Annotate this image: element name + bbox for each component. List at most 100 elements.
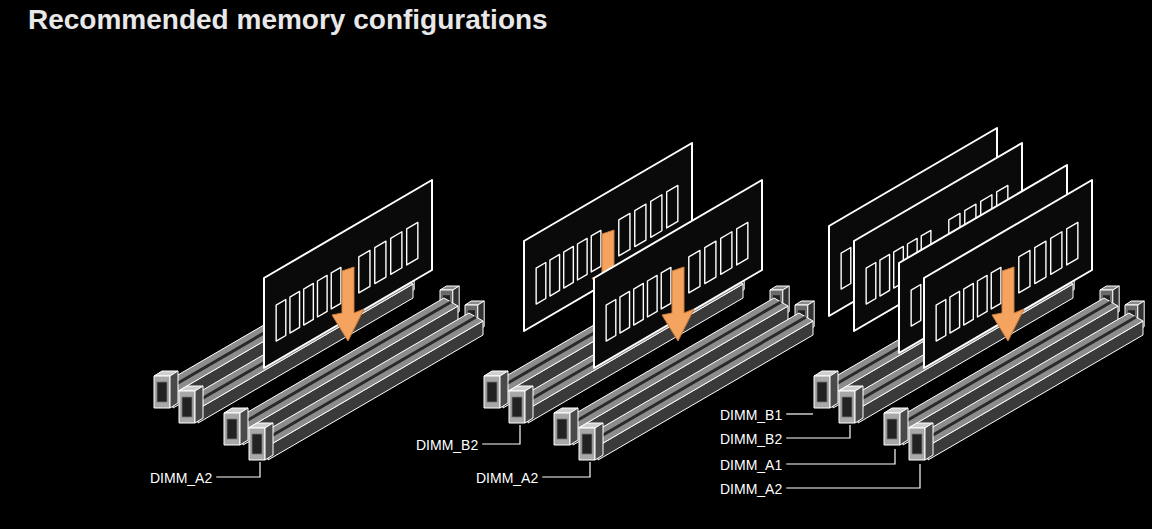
latch-notch: [557, 419, 567, 439]
memory-module: [594, 180, 762, 368]
slot-label-holder: DIMM_B1: [720, 406, 782, 424]
memory-chip: [880, 254, 890, 296]
memory-chip: [331, 267, 341, 309]
slot-label: DIMM_B2: [416, 437, 478, 453]
slot-latch: [154, 376, 170, 408]
latch-notch: [252, 434, 262, 454]
memory-chip: [721, 232, 732, 275]
slot-latch: [554, 413, 570, 445]
slot-latch: [249, 428, 265, 460]
memory-module: [264, 180, 432, 368]
memory-chip: [991, 267, 1001, 309]
insert-arrow: [332, 267, 364, 341]
slot-label: DIMM_A2: [720, 481, 782, 497]
latch-notch: [887, 419, 897, 439]
latch-notch: [912, 434, 922, 454]
memory-chip: [977, 275, 987, 317]
latch-notch: [487, 382, 497, 402]
slot-label-holder: DIMM_B2: [416, 436, 478, 454]
memory-chip: [620, 291, 630, 333]
leader-lines: [216, 414, 920, 488]
page-title: Recommended memory configurations: [28, 4, 548, 36]
slot-latch: [595, 423, 603, 460]
slot-latch: [839, 391, 855, 423]
memory-chip: [276, 299, 286, 341]
slot-latch: [195, 386, 203, 423]
slot-label: DIMM_A2: [150, 470, 212, 486]
slot-latch: [484, 376, 500, 408]
memory-chip: [661, 267, 671, 309]
slot-latch: [240, 408, 248, 445]
memory-chip: [304, 283, 314, 325]
memory-chip: [1019, 250, 1030, 293]
memory-chip: [635, 204, 646, 247]
slot-group: [814, 128, 1144, 460]
slot-latch: [830, 371, 838, 408]
slot-latch: [814, 376, 830, 408]
slot-latch: [224, 413, 240, 445]
memory-chip: [737, 222, 748, 265]
memory-chip: [536, 262, 546, 304]
memory-chip: [689, 250, 700, 293]
slot-latch: [525, 386, 533, 423]
leader-line: [542, 462, 590, 477]
memory-chip: [841, 247, 851, 289]
memory-chip: [936, 299, 946, 341]
slot-label-holder: DIMM_B2: [720, 430, 782, 448]
memory-chip: [564, 246, 574, 288]
slot-latch: [855, 386, 863, 423]
slot-latch: [884, 413, 900, 445]
slot-label-holder: DIMM_A2: [476, 469, 538, 487]
latch-notch: [842, 397, 852, 417]
memory-chip: [1067, 222, 1078, 265]
slot-latch: [900, 408, 908, 445]
leader-line: [482, 425, 520, 444]
memory-chip: [577, 238, 587, 280]
slot-label: DIMM_B2: [720, 431, 782, 447]
memory-chip: [634, 283, 644, 325]
slot-latch: [509, 391, 525, 423]
memory-chip: [591, 230, 601, 272]
leader-line: [786, 425, 850, 438]
memory-chip: [705, 241, 716, 284]
latch-notch: [512, 397, 522, 417]
memory-chip: [866, 262, 876, 304]
slot-label: DIMM_A1: [720, 457, 782, 473]
slot-latch: [925, 423, 933, 460]
latch-notch: [157, 382, 167, 402]
memory-chip: [407, 222, 418, 265]
memory-chip: [391, 232, 402, 275]
memory-chip: [950, 291, 960, 333]
slot-group: [484, 143, 814, 460]
memory-chip: [606, 299, 616, 341]
memory-chip: [550, 254, 560, 296]
latch-notch: [227, 419, 237, 439]
slot-group: [154, 180, 484, 460]
slot-latch: [909, 428, 925, 460]
slot-latch: [265, 423, 273, 460]
memory-chip: [651, 195, 662, 238]
slot-latch: [579, 428, 595, 460]
slot-latch: [500, 371, 508, 408]
memory-chip: [667, 185, 678, 228]
leader-line: [216, 462, 260, 477]
memory-chip: [619, 213, 630, 256]
memory-module: [924, 180, 1092, 368]
insert-arrow: [992, 267, 1024, 341]
slot-latch: [170, 371, 178, 408]
slot-latch: [179, 391, 195, 423]
slot-label: DIMM_A2: [476, 470, 538, 486]
slot-latch: [570, 408, 578, 445]
memory-chip: [290, 291, 300, 333]
latch-notch: [182, 397, 192, 417]
slot-label: DIMM_B1: [720, 407, 782, 423]
memory-chip: [317, 275, 327, 317]
latch-notch: [582, 434, 592, 454]
slot-label-holder: DIMM_A2: [150, 469, 212, 487]
memory-chip: [359, 250, 370, 293]
leader-line: [786, 413, 813, 414]
slot-label-holder: DIMM_A1: [720, 456, 782, 474]
leader-line: [786, 449, 895, 464]
